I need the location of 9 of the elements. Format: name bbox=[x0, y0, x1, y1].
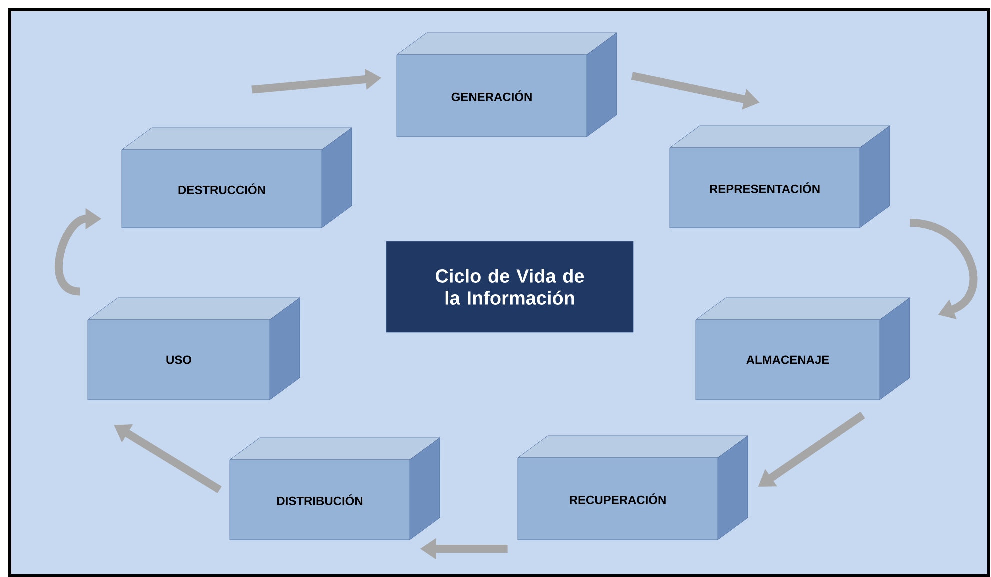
arrow bbox=[910, 219, 978, 320]
block-box: ALMACENAJE bbox=[696, 298, 910, 400]
block-box: DESTRUCCIÓN bbox=[122, 128, 352, 228]
block-box: RECUPERACIÓN bbox=[518, 436, 748, 540]
block-box: USO bbox=[88, 298, 300, 400]
block-box: DISTRIBUCIÓN bbox=[230, 438, 440, 540]
block-box: GENERACIÓN bbox=[396, 32, 618, 138]
block-box: REPRESENTACIÓN bbox=[670, 126, 890, 228]
title-box: Ciclo de Vida de la Información bbox=[386, 241, 634, 333]
